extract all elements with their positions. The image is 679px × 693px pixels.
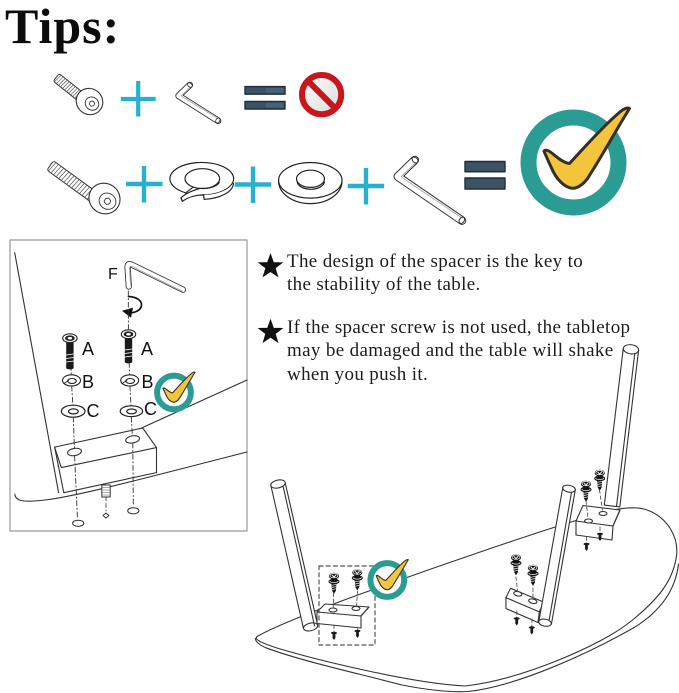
- svg-text:A: A: [82, 339, 94, 359]
- svg-text:A: A: [141, 339, 153, 359]
- svg-text:C: C: [87, 401, 100, 421]
- svg-text:B: B: [142, 372, 154, 392]
- svg-text:B: B: [82, 372, 94, 392]
- svg-text:F: F: [108, 266, 118, 283]
- svg-text:C: C: [144, 399, 157, 419]
